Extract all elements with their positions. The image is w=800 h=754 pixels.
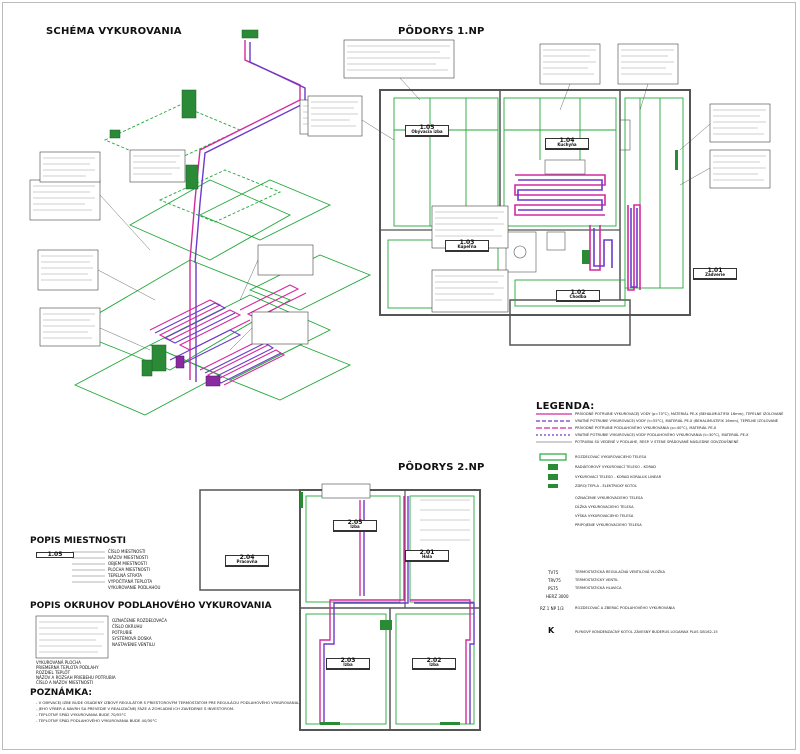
plan-info-boxes <box>307 39 771 499</box>
legend-code: RZ 1 NP 1/3 <box>540 606 564 611</box>
popis-sample-tag: 1.05 <box>36 551 74 559</box>
floor-plan-2np <box>199 489 481 731</box>
schema-title: SCHÉMA VYKUROVANIA <box>46 26 182 37</box>
legend-item: POTRUBIA SÚ VEDENÉ V PODLAHE, RESP. V ST… <box>575 440 739 444</box>
legend-item: VRATNÉ POTRUBIE VYKUROVACEJ VODY (t=55°C… <box>575 419 779 423</box>
legend-code: TV75 <box>548 570 559 575</box>
legend-title: LEGENDA: <box>536 401 595 412</box>
poznamka-line: - TEPLOTNÝ SPÁD PODLAHOVÉHO VYKUROVANIA … <box>36 718 158 723</box>
okruh-line: VYKUROVANÁ PLOCHA <box>36 660 81 665</box>
okruh-line: ROZDIEL TEPLÔT <box>36 670 71 675</box>
okruh-line: PRIEMERNÁ TEPLOTA PODLAHY <box>36 665 99 670</box>
popis-okruhov-title: POPIS OKRUHOV PODLAHOVÉHO VYKUROVANIA <box>30 601 272 611</box>
legend-item: ROZDEĽOVAČ VYKUROVACIEHO TELESA <box>575 455 647 459</box>
podorys-2np-title: PÔDORYS 2.NP <box>398 462 485 473</box>
legend-item: VYKUROVACÍ TELESO - KORAD KORALUX LINEAR <box>575 475 662 479</box>
okruh-line: NASTAVENIE VENTILU <box>112 642 155 647</box>
legend-item: VÝŠKA VYKUROVACIEHO TELESA <box>575 514 634 518</box>
poznamka-line: - JEHO VÝBER A NÁVRH SA PREVEDIE V REALI… <box>36 706 235 711</box>
legend-item: ROZDEĽOVAČ A ZBERAČ PODLAHOVÉHO VYKUROVA… <box>575 606 675 610</box>
legend-item: PLYNOVÝ KONDENZAČNÝ KOTOL ZÁVESNÝ BUDERU… <box>575 630 718 634</box>
legend-code: HERZ 3000 <box>546 594 569 599</box>
okruh-line: ČÍSLO OKRUHU <box>112 624 143 629</box>
podorys-1np-title: PÔDORYS 1.NP <box>398 26 485 37</box>
okruh-line: SYSTÉMOVÁ DOSKA <box>112 636 152 641</box>
legend-item: RADIÁTOROVÝ VYKUROVACÍ TELESO - KORAD <box>575 465 657 469</box>
legend-code: TRV75 <box>548 578 561 583</box>
legend-item: DĹŽKA VYKUROVACIEHO TELESA <box>575 505 634 509</box>
popis-leaders <box>72 551 105 583</box>
okruh-line: OZNAČENIE ROZDEĽOVAČA <box>112 618 167 623</box>
okruh-line: ČÍSLO A NÁZOV MIESTNOSTI <box>36 680 94 685</box>
isometric-scheme <box>68 29 372 416</box>
okruh-line: NÁZOV A ROZSAH PRIEBEHU POTRUBIA <box>36 675 116 680</box>
legend-item: PRÍVODNÉ POTRUBIE PODLAHOVÉHO VYKUROVANI… <box>575 426 717 430</box>
legend-item: VRATNÉ POTRUBIE VYKUROVACEJ VODY PODLAHO… <box>575 433 749 437</box>
legend-item: PRIPOJENIE VYKUROVACIEHO TELESA <box>575 523 642 527</box>
legend-item: TERMOSTATICKÝ VENTIL <box>575 578 619 582</box>
popis-miestnosti-title: POPIS MIESTNOSTI <box>30 536 127 546</box>
poznamka-line: - V OBYVACEJ IZBE BUDE OSADENÝ IZBOVÝ RE… <box>36 700 300 705</box>
popis-line: TEPELNÁ STRATA <box>108 573 143 578</box>
legend-swatches <box>536 413 572 488</box>
scheme-box-text <box>33 105 350 339</box>
popis-line: OBJEM MIESTNOSTI <box>108 561 147 566</box>
scheme-leader-lines <box>97 194 259 351</box>
legend-code: K <box>548 626 555 635</box>
popis-line: NÁZOV MIESTNOSTI <box>108 555 148 560</box>
popis-line: PLOCHA MIESTNOSTI <box>108 567 150 572</box>
legend-item: OZNAČENIE VYKUROVACIEHO TELESA <box>575 496 643 500</box>
legend-item: TERMOSTATICKÁ REGULAČNÁ VENTILOVÁ VLOŽKA <box>575 570 665 574</box>
legend-code: PS75 <box>548 586 559 591</box>
popis-line: VYKUROVANIE PODLAHOU <box>108 585 161 590</box>
okruh-line: POTRUBIE <box>112 630 133 635</box>
popis-line: VYPOČÍTANÁ TEPLOTA <box>108 579 153 584</box>
legend-item: PRÍVODNÉ POTRUBIE VYKUROVACEJ VODY (p=70… <box>575 412 784 416</box>
legend-item: TERMOSTATICKÁ HLAVICA <box>575 586 622 590</box>
poznamka-title: POZNÁMKA: <box>30 688 92 698</box>
poznamka-line: - TEPLOTNÝ SPÁD VYKUROVANIA BUDE 70/55°C <box>36 712 127 717</box>
popis-line: ČÍSLO MIESTNOSTI <box>108 549 146 554</box>
legend-item: ZDROJ TEPLA - ELEKTRICKÝ KOTOL <box>575 484 637 488</box>
